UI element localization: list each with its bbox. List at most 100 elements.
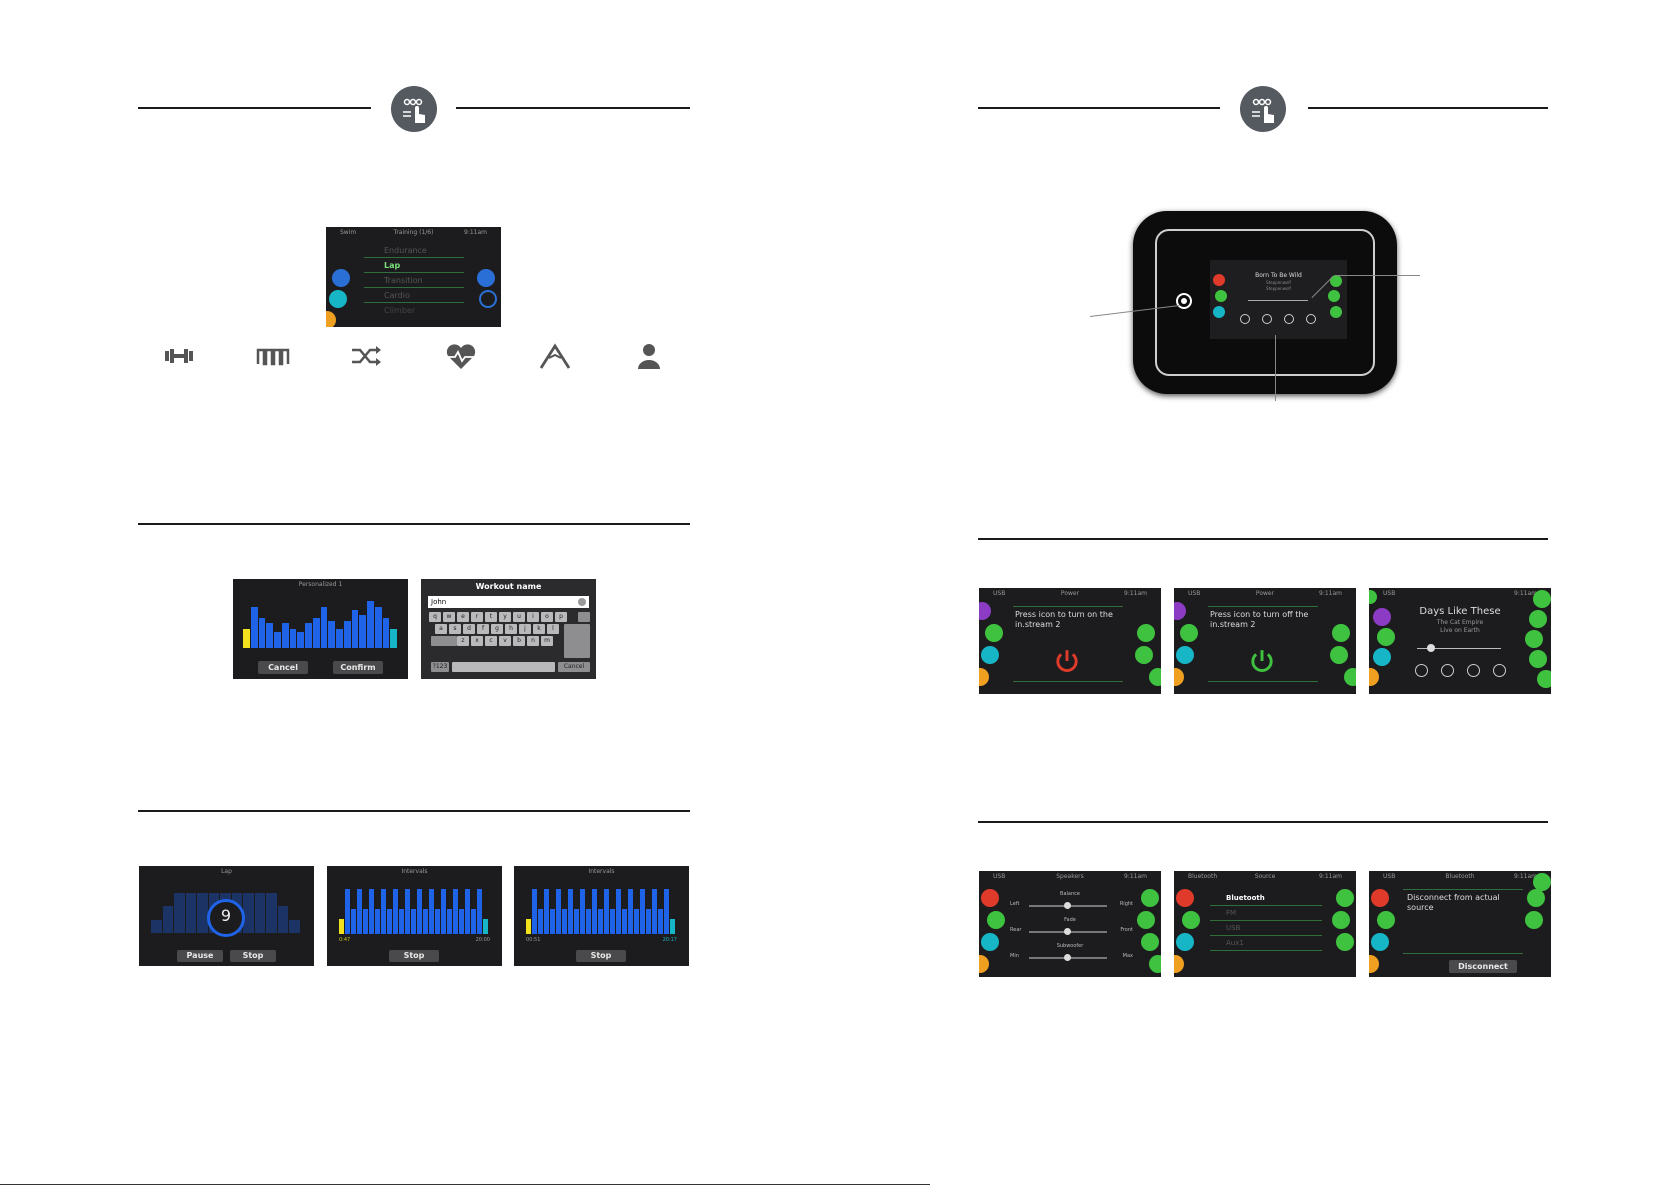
- key-n[interactable]: n: [527, 636, 539, 646]
- key-x[interactable]: x: [471, 636, 483, 646]
- mute-icon[interactable]: [1415, 664, 1428, 677]
- menu-icon[interactable]: [981, 646, 999, 664]
- source-item-aux1[interactable]: Aux1: [1210, 936, 1322, 951]
- key-y[interactable]: y: [499, 612, 511, 622]
- key-s[interactable]: s: [449, 624, 461, 634]
- power-icon[interactable]: [1247, 646, 1277, 676]
- album-name: Live on Earth: [1440, 627, 1480, 634]
- training-icon[interactable]: [477, 269, 495, 287]
- menu-icon[interactable]: [1176, 933, 1194, 951]
- swim-icon[interactable]: [332, 269, 350, 287]
- keyboard-cancel-key[interactable]: Cancel: [558, 662, 590, 672]
- stop-button[interactable]: Stop: [576, 950, 626, 962]
- bluetooth-icon[interactable]: [1525, 911, 1543, 929]
- key-m[interactable]: m: [541, 636, 553, 646]
- right-label: Right: [1119, 901, 1133, 907]
- play-icon[interactable]: [479, 290, 497, 308]
- previous-icon[interactable]: [1441, 664, 1454, 677]
- bluetooth-side-icon[interactable]: [1336, 933, 1354, 951]
- menu-item-climber[interactable]: Climber: [384, 306, 416, 313]
- key-i[interactable]: i: [527, 612, 539, 622]
- graph-bar: [640, 889, 645, 934]
- stop-icon[interactable]: [1467, 664, 1480, 677]
- key-l[interactable]: l: [547, 624, 559, 634]
- workout-name-input[interactable]: John: [428, 596, 589, 608]
- shift-key[interactable]: [431, 636, 457, 646]
- interval-bars[interactable]: [339, 884, 489, 934]
- power-side-icon[interactable]: [1137, 624, 1155, 642]
- music-icon[interactable]: [1377, 911, 1395, 929]
- volume-slider[interactable]: [1417, 648, 1501, 649]
- key-k[interactable]: k: [533, 624, 545, 634]
- disconnect-button[interactable]: Disconnect: [1449, 960, 1517, 973]
- source-item-fm[interactable]: FM: [1210, 906, 1322, 921]
- power-instructions: Press icon to turn on the in.stream 2: [1015, 610, 1113, 629]
- power-side-icon[interactable]: [1332, 624, 1350, 642]
- power-icon[interactable]: [1052, 646, 1082, 676]
- backspace-key[interactable]: [578, 612, 590, 622]
- graph-bar: [258, 617, 266, 648]
- music-icon[interactable]: [985, 624, 1003, 642]
- key-f[interactable]: f: [477, 624, 489, 634]
- pause-button[interactable]: Pause: [177, 950, 223, 962]
- graph-bar: [538, 909, 543, 934]
- key-w[interactable]: w: [443, 612, 455, 622]
- cancel-button[interactable]: Cancel: [258, 661, 308, 674]
- panel-source-icon[interactable]: [1328, 290, 1340, 302]
- menu-icon[interactable]: [1371, 933, 1389, 951]
- menu-item-endurance[interactable]: Endurance: [364, 243, 464, 258]
- key-v[interactable]: v: [499, 636, 511, 646]
- key-u[interactable]: u: [513, 612, 525, 622]
- music-icon[interactable]: [1182, 911, 1200, 929]
- key-c[interactable]: c: [485, 636, 497, 646]
- key-t[interactable]: t: [485, 612, 497, 622]
- confirm-button[interactable]: Confirm: [333, 661, 383, 674]
- key-j[interactable]: j: [519, 624, 531, 634]
- key-o[interactable]: o: [541, 612, 553, 622]
- space-key[interactable]: [452, 662, 555, 672]
- symbols-key[interactable]: ?123: [431, 662, 449, 672]
- front-label: Front: [1120, 927, 1133, 933]
- graph-bar: [658, 909, 663, 934]
- menu-item-lap[interactable]: Lap: [364, 258, 464, 273]
- key-r[interactable]: r: [471, 612, 483, 622]
- music-icon[interactable]: [1377, 628, 1395, 646]
- section-rule-top-left-b: [456, 107, 690, 109]
- orange-icon[interactable]: [326, 311, 336, 327]
- clear-icon[interactable]: [578, 598, 586, 606]
- volume-thumb[interactable]: [1427, 644, 1435, 652]
- menu-icon[interactable]: [1373, 648, 1391, 666]
- key-p[interactable]: p: [555, 612, 567, 622]
- panel-volume-slider[interactable]: [1248, 300, 1308, 301]
- stop-button[interactable]: Stop: [230, 950, 276, 962]
- enter-key[interactable]: [564, 624, 590, 658]
- header-title: Training (1/6): [393, 229, 434, 236]
- menu-icon[interactable]: [1176, 646, 1194, 664]
- next-icon[interactable]: [1493, 664, 1506, 677]
- key-g[interactable]: g: [491, 624, 503, 634]
- menu-item-cardio[interactable]: Cardio: [364, 288, 464, 303]
- stop-button[interactable]: Stop: [389, 950, 439, 962]
- graph-bar: [622, 909, 627, 934]
- menu-icon[interactable]: [981, 933, 999, 951]
- key-h[interactable]: h: [505, 624, 517, 634]
- music-icon[interactable]: [987, 911, 1005, 929]
- key-a[interactable]: a: [435, 624, 447, 634]
- source-item-bluetooth[interactable]: Bluetooth: [1210, 891, 1322, 906]
- music-icon[interactable]: [1180, 624, 1198, 642]
- source-item-usb[interactable]: USB: [1210, 921, 1322, 936]
- panel-music-icon[interactable]: [1215, 290, 1227, 302]
- key-q[interactable]: q: [429, 612, 441, 622]
- key-z[interactable]: z: [457, 636, 469, 646]
- home-button[interactable]: [1176, 293, 1192, 309]
- menu-item-transition[interactable]: Transition: [364, 273, 464, 288]
- key-b[interactable]: b: [513, 636, 525, 646]
- song-title: Days Like These: [1419, 606, 1501, 617]
- interval-bars[interactable]: [526, 884, 676, 934]
- key-e[interactable]: e: [457, 612, 469, 622]
- key-d[interactable]: d: [463, 624, 475, 634]
- menu-icon[interactable]: [329, 290, 347, 308]
- graph-bar: [151, 919, 162, 933]
- personalized-bars[interactable]: [243, 593, 398, 648]
